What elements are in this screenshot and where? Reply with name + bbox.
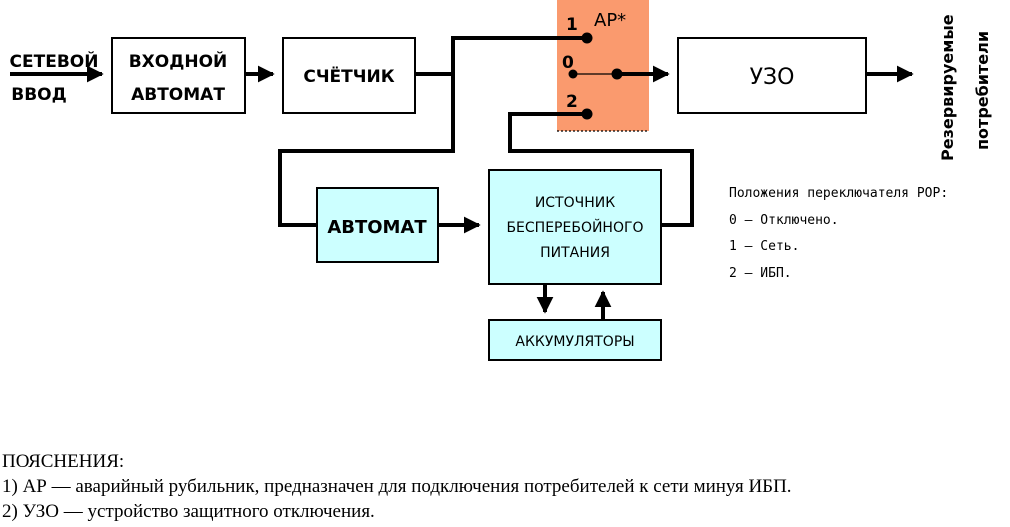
legend-item-0: 0 – Отключено. [729, 213, 839, 228]
meter-label: СЧЁТЧИК [303, 65, 394, 87]
breaker-label: АВТОМАТ [327, 217, 427, 238]
switch-pivot [611, 68, 623, 80]
input-label-line1: СЕТЕВОЙ [10, 50, 99, 72]
input-label-line2: ВВОД [11, 85, 67, 105]
switch-contact-0 [568, 69, 578, 79]
switch-panel [557, 0, 649, 131]
rcd-block [677, 37, 867, 114]
batteries-block [488, 319, 662, 361]
meter-block [282, 37, 416, 114]
input-breaker-label-line1: ВХОДНОЙ [129, 50, 228, 72]
input-breaker-label-line2: АВТОМАТ [131, 85, 225, 105]
notes-title: ПОЯСНЕНИЯ: [2, 451, 125, 472]
notes-item-2: 2) УЗО — устройство защитного отключения… [2, 501, 375, 522]
ups-block [488, 169, 662, 285]
output-label-line2: потребители [973, 31, 992, 150]
wire-ups-to-switch [508, 112, 694, 227]
notes-item-1: 1) АР — аварийный рубильник, предназначе… [2, 476, 792, 497]
switch-pos1-label: 1 [566, 15, 578, 35]
legend-item-1: 1 – Сеть. [729, 239, 799, 254]
input-breaker-block [111, 37, 246, 114]
switch-title: АР* [594, 10, 626, 31]
breaker-block [316, 187, 439, 263]
wire-meter-to-switch-grid [415, 36, 587, 76]
ups-label-line1: ИСТОЧНИК [535, 195, 615, 211]
notes-section: ПОЯСНЕНИЯ: 1) АР — аварийный рубильник, … [2, 449, 1007, 524]
switch-pos2-label: 2 [566, 92, 578, 112]
ups-label-line2: БЕСПЕРЕБОЙНОГО [506, 218, 643, 236]
legend-title: Положения переключателя РОР: [729, 186, 948, 201]
legend-item-2: 2 – ИБП. [729, 266, 792, 281]
rcd-label: УЗО [750, 65, 795, 90]
wire-meter-to-breaker [278, 74, 455, 227]
batteries-label: АККУМУЛЯТОРЫ [515, 334, 634, 350]
switch-contact-2 [581, 108, 593, 120]
ups-label-line3: ПИТАНИЯ [540, 245, 610, 261]
output-label-line1: Резервируемые [938, 14, 957, 161]
switch-contact-1 [581, 32, 593, 44]
switch-pos0-label: 0 [562, 53, 574, 73]
